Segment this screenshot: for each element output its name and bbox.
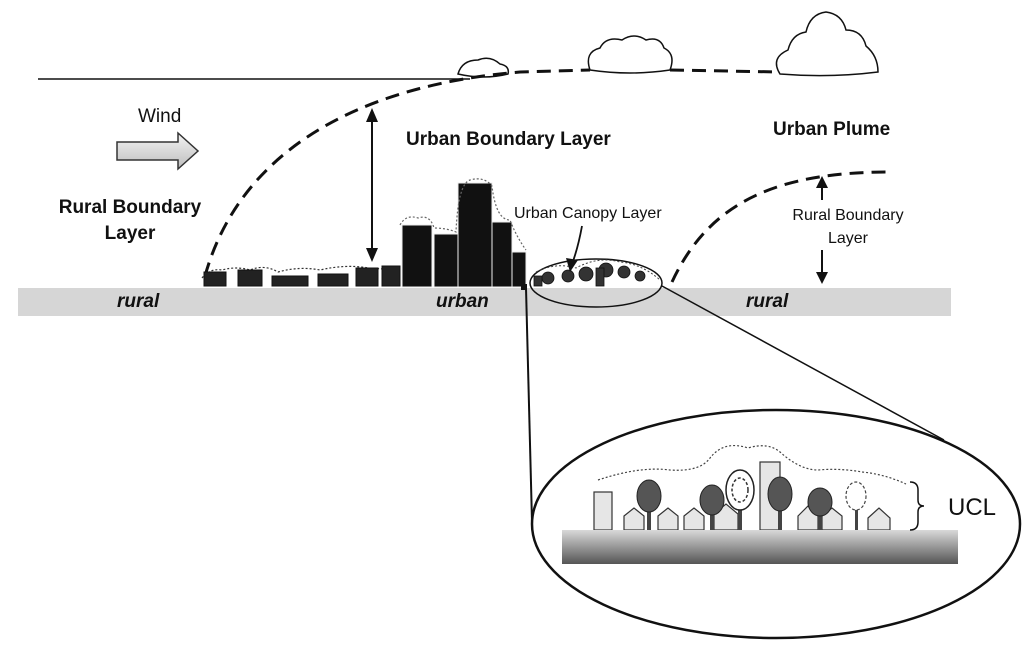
rbl-arrow-down-head <box>816 272 828 284</box>
rural-boundary-layer-right-line2: Layer <box>827 230 869 247</box>
skyscraper-3 <box>457 182 493 288</box>
urban-canopy-ellipse <box>529 258 663 308</box>
ground-label-rural-right: rural <box>746 291 789 312</box>
left-canopy-outline <box>201 265 401 279</box>
skyscraper-5 <box>511 251 527 288</box>
rural-boundary-layer-left-line2: Layer <box>104 223 156 244</box>
zoom-line-left <box>525 287 533 523</box>
ucl-brace <box>909 481 925 531</box>
wind-arrow-icon <box>116 131 200 171</box>
cloud-1 <box>457 57 510 78</box>
downtown-skyline <box>399 178 527 288</box>
skyscraper-4 <box>491 221 513 288</box>
ucl-canopy-outline <box>597 445 907 485</box>
canopy-pointer-arrow-head <box>566 258 578 272</box>
skyscraper-1 <box>401 224 433 288</box>
urban-canopy-layer-label: Urban Canopy Layer <box>514 205 662 222</box>
ucl-label: UCL <box>948 494 997 521</box>
cloud-3 <box>775 11 879 77</box>
zoom-anchor <box>521 284 527 290</box>
ground-strip <box>18 288 951 316</box>
rural-boundary-layer-right-line1: Rural Boundary <box>792 207 904 224</box>
zoom-ground-slab <box>562 530 958 564</box>
urban-boundary-layer-dome <box>203 68 781 277</box>
skyline-canopy-outline <box>399 178 527 251</box>
ground-label-urban: urban <box>436 291 489 312</box>
zoom-trees <box>636 469 867 530</box>
canopy-small-trees <box>533 262 646 287</box>
ground-label-rural-left: rural <box>117 291 160 312</box>
rural-boundary-layer-left-label: Rural Boundary Layer <box>40 195 220 247</box>
urban-boundary-layer-label: Urban Boundary Layer <box>406 129 611 150</box>
canopy-pointer-arrow <box>571 225 583 265</box>
rural-boundary-layer-regrowth <box>670 170 891 283</box>
urban-plume-label: Urban Plume <box>773 119 891 140</box>
rural-boundary-layer-right-label: Rural Boundary Layer <box>766 204 930 250</box>
rbl-arrow-up-head <box>816 176 828 188</box>
canopy-small-outline <box>535 259 661 281</box>
ubl-height-arrow-top <box>366 108 378 122</box>
cloud-2 <box>587 35 673 74</box>
ubl-height-arrow-bottom <box>366 248 378 262</box>
skyscraper-2 <box>433 233 459 288</box>
rural-boundary-layer-left-line1: Rural Boundary <box>58 197 202 218</box>
left-low-buildings <box>203 265 401 287</box>
wind-label: Wind <box>138 106 182 127</box>
zoom-line-right <box>661 285 945 441</box>
